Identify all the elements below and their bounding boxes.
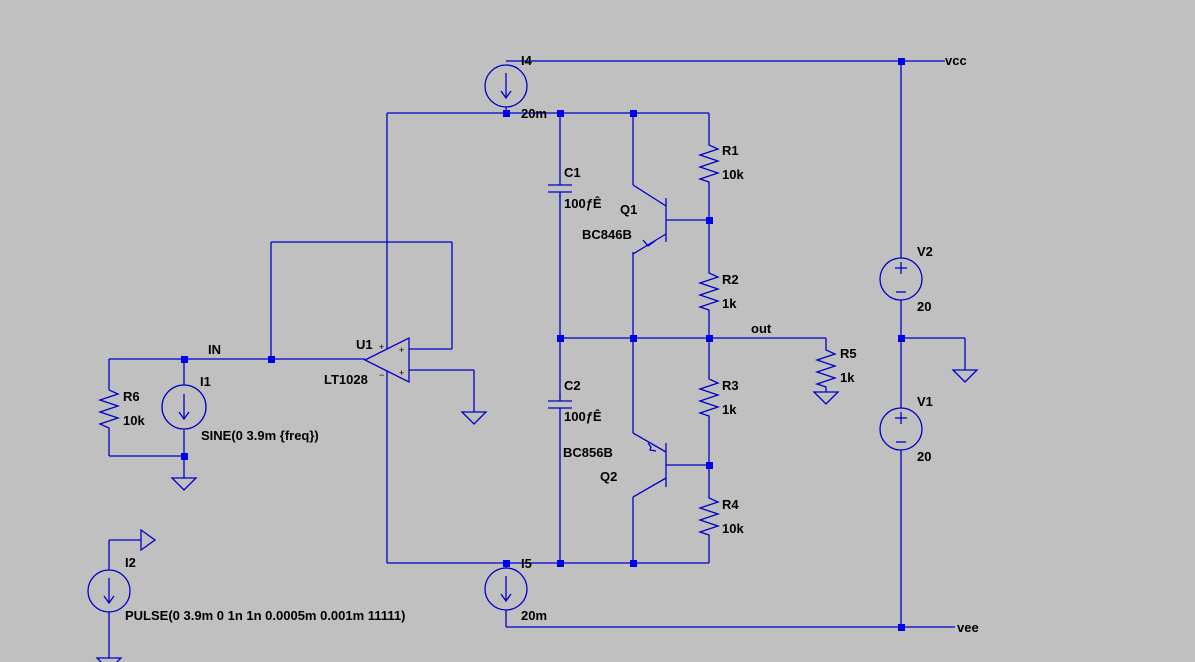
label-i5-value: 20m [521,608,547,623]
label-i1-name: I1 [200,374,211,389]
resistor-r1[interactable] [697,140,721,185]
ground-icon [460,411,488,425]
label-r6-name: R6 [123,389,140,404]
junctions [181,58,905,631]
transistor-q2[interactable] [632,432,667,498]
capacitor-c2[interactable] [548,396,572,413]
label-i2-value: PULSE(0 3.9m 0 1n 1n 0.0005m 0.001m 1111… [125,608,405,623]
ground-icon [170,477,198,491]
wires [108,60,966,658]
label-q1-name: Q1 [620,202,637,217]
resistor-r2[interactable] [697,268,721,312]
ground-icon [812,391,840,405]
label-u1-name: U1 [356,337,373,352]
opamp-pin-minus: + [399,368,404,378]
capacitor-c1[interactable] [548,180,572,197]
current-source-i1[interactable] [161,384,207,430]
ground-icon [951,369,979,383]
opamp-pin-vminus: − [379,370,384,380]
label-q2-value: BC856B [563,445,613,460]
current-source-i5[interactable] [484,567,528,611]
label-r4-value: 10k [722,521,744,536]
voltage-source-v1[interactable] [879,407,923,451]
label-r1-name: R1 [722,143,739,158]
label-i1-value: SINE(0 3.9m {freq}) [201,428,319,443]
label-v2-value: 20 [917,299,931,314]
label-r1-value: 10k [722,167,744,182]
resistor-r4[interactable] [697,493,721,537]
current-source-i4[interactable] [484,64,528,108]
label-c1-value: 100ƒÊ [564,196,602,211]
resistor-r3[interactable] [697,374,721,418]
label-r4-name: R4 [722,497,739,512]
label-r2-value: 1k [722,296,737,311]
label-q1-value: BC846B [582,227,632,242]
label-c2-name: C2 [564,378,581,393]
label-i5-name: I5 [521,556,532,571]
label-i4-name: I4 [521,53,533,68]
net-label-out: out [751,321,772,336]
label-r3-name: R3 [722,378,739,393]
label-v1-name: V1 [917,394,933,409]
transistor-q1[interactable] [632,184,667,255]
label-r6-value: 10k [123,413,145,428]
opamp-u1[interactable]: + + + − [363,336,410,384]
resistor-r5[interactable] [814,345,838,392]
ground-symbols [95,369,979,662]
label-r3-value: 1k [722,402,737,417]
label-q2-name: Q2 [600,469,617,484]
label-r5-name: R5 [840,346,857,361]
label-i4-value: 20m [521,106,547,121]
resistor-r6[interactable] [97,385,121,433]
label-i2-name: I2 [125,555,136,570]
labels: vcc vee IN out I4 20m I5 20m I1 SINE(0 3… [123,53,979,635]
voltage-source-v2[interactable] [879,257,923,301]
label-c2-value: 100ƒÊ [564,409,602,424]
label-u1-value: LT1028 [324,372,368,387]
net-label-vee: vee [957,620,979,635]
label-r5-value: 1k [840,370,855,385]
label-r2-name: R2 [722,272,739,287]
label-v1-value: 20 [917,449,931,464]
net-label-in: IN [208,342,221,357]
opamp-pin-vplus: + [379,342,384,352]
opamp-pin-plus: + [399,345,404,355]
label-v2-name: V2 [917,244,933,259]
net-flag-icon [140,528,157,552]
ground-icon [95,657,123,662]
label-c1-name: C1 [564,165,581,180]
net-label-vcc: vcc [945,53,967,68]
current-source-i2[interactable] [87,569,131,613]
